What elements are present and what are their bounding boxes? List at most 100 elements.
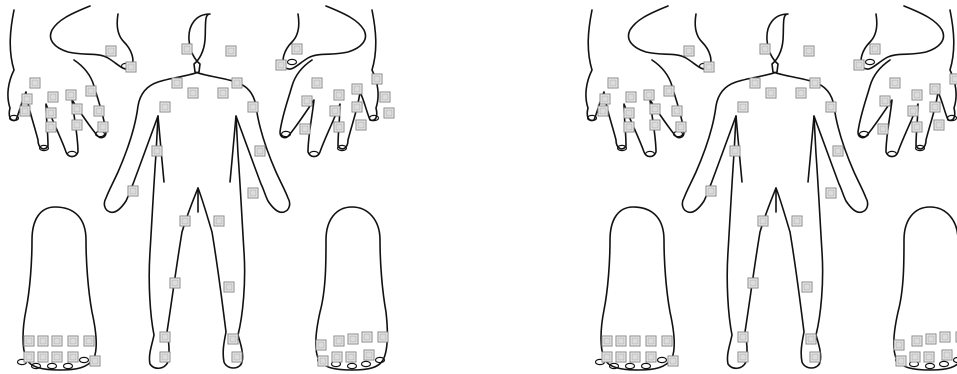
region-checkbox[interactable]: [748, 278, 758, 288]
region-checkbox[interactable]: [924, 352, 934, 362]
region-checkbox[interactable]: [214, 216, 224, 226]
region-checkbox[interactable]: [704, 62, 714, 72]
region-checkbox[interactable]: [608, 78, 618, 88]
region-checkbox[interactable]: [316, 340, 326, 350]
region-checkbox[interactable]: [30, 78, 40, 88]
region-checkbox[interactable]: [170, 278, 180, 288]
region-checkbox[interactable]: [684, 46, 694, 56]
region-checkbox[interactable]: [880, 96, 890, 106]
region-checkbox[interactable]: [930, 84, 940, 94]
region-checkbox[interactable]: [650, 104, 660, 114]
region-checkbox[interactable]: [806, 334, 816, 344]
region-checkbox[interactable]: [706, 186, 716, 196]
region-checkbox[interactable]: [160, 352, 170, 362]
region-checkbox[interactable]: [644, 90, 654, 100]
region-checkbox[interactable]: [188, 88, 198, 98]
region-checkbox[interactable]: [738, 102, 748, 112]
region-checkbox[interactable]: [802, 282, 812, 292]
region-checkbox[interactable]: [46, 122, 56, 132]
region-checkbox[interactable]: [255, 146, 265, 156]
region-checkbox[interactable]: [894, 340, 904, 350]
region-checkbox[interactable]: [624, 122, 634, 132]
region-checkbox[interactable]: [94, 106, 104, 116]
region-checkbox[interactable]: [372, 74, 382, 84]
region-checkbox[interactable]: [24, 352, 34, 362]
region-checkbox[interactable]: [160, 332, 170, 342]
region-checkbox[interactable]: [650, 120, 660, 130]
region-checkbox[interactable]: [766, 88, 776, 98]
region-checkbox[interactable]: [602, 352, 612, 362]
region-checkbox[interactable]: [878, 124, 888, 134]
region-checkbox[interactable]: [908, 106, 918, 116]
region-checkbox[interactable]: [760, 44, 770, 54]
region-checkbox[interactable]: [662, 336, 672, 346]
region-checkbox[interactable]: [942, 350, 952, 360]
region-checkbox[interactable]: [48, 92, 58, 102]
region-checkbox[interactable]: [630, 336, 640, 346]
region-checkbox[interactable]: [810, 78, 820, 88]
region-checkbox[interactable]: [672, 106, 682, 116]
region-checkbox[interactable]: [738, 352, 748, 362]
region-checkbox[interactable]: [128, 186, 138, 196]
region-checkbox[interactable]: [896, 356, 906, 366]
region-checkbox[interactable]: [378, 332, 388, 342]
region-checkbox[interactable]: [912, 90, 922, 100]
region-checkbox[interactable]: [346, 352, 356, 362]
region-checkbox[interactable]: [646, 352, 656, 362]
region-checkbox[interactable]: [616, 336, 626, 346]
region-checkbox[interactable]: [362, 332, 372, 342]
region-checkbox[interactable]: [750, 78, 760, 88]
region-checkbox[interactable]: [72, 120, 82, 130]
region-checkbox[interactable]: [626, 92, 636, 102]
region-checkbox[interactable]: [52, 336, 62, 346]
region-checkbox[interactable]: [602, 336, 612, 346]
region-checkbox[interactable]: [792, 216, 802, 226]
region-checkbox[interactable]: [224, 282, 234, 292]
region-checkbox[interactable]: [600, 94, 610, 104]
region-checkbox[interactable]: [22, 94, 32, 104]
region-checkbox[interactable]: [646, 336, 656, 346]
region-checkbox[interactable]: [292, 44, 302, 54]
region-checkbox[interactable]: [68, 352, 78, 362]
region-checkbox[interactable]: [300, 124, 310, 134]
region-checkbox[interactable]: [912, 122, 922, 132]
region-checkbox[interactable]: [616, 352, 626, 362]
region-checkbox[interactable]: [106, 46, 116, 56]
region-checkbox[interactable]: [912, 336, 922, 346]
region-checkbox[interactable]: [248, 188, 258, 198]
region-checkbox[interactable]: [152, 146, 162, 156]
region-checkbox[interactable]: [126, 62, 136, 72]
region-checkbox[interactable]: [352, 84, 362, 94]
region-checkbox[interactable]: [598, 106, 608, 116]
region-checkbox[interactable]: [20, 106, 30, 116]
region-checkbox[interactable]: [66, 90, 76, 100]
region-checkbox[interactable]: [833, 146, 843, 156]
region-checkbox[interactable]: [90, 356, 100, 366]
region-checkbox[interactable]: [934, 120, 944, 130]
region-checkbox[interactable]: [364, 350, 374, 360]
region-checkbox[interactable]: [98, 122, 108, 132]
region-checkbox[interactable]: [332, 352, 342, 362]
region-checkbox[interactable]: [330, 106, 340, 116]
region-checkbox[interactable]: [334, 336, 344, 346]
region-checkbox[interactable]: [668, 356, 678, 366]
region-checkbox[interactable]: [870, 44, 880, 54]
region-checkbox[interactable]: [24, 336, 34, 346]
region-checkbox[interactable]: [228, 334, 238, 344]
region-checkbox[interactable]: [86, 86, 96, 96]
region-checkbox[interactable]: [810, 352, 820, 362]
region-checkbox[interactable]: [380, 92, 390, 102]
region-checkbox[interactable]: [38, 352, 48, 362]
region-checkbox[interactable]: [826, 102, 836, 112]
region-checkbox[interactable]: [182, 44, 192, 54]
region-checkbox[interactable]: [352, 102, 362, 112]
region-checkbox[interactable]: [318, 356, 328, 366]
region-checkbox[interactable]: [72, 104, 82, 114]
region-checkbox[interactable]: [664, 86, 674, 96]
region-checkbox[interactable]: [890, 78, 900, 88]
region-checkbox[interactable]: [160, 102, 170, 112]
region-checkbox[interactable]: [926, 334, 936, 344]
region-checkbox[interactable]: [730, 146, 740, 156]
region-checkbox[interactable]: [38, 336, 48, 346]
region-checkbox[interactable]: [276, 60, 286, 70]
